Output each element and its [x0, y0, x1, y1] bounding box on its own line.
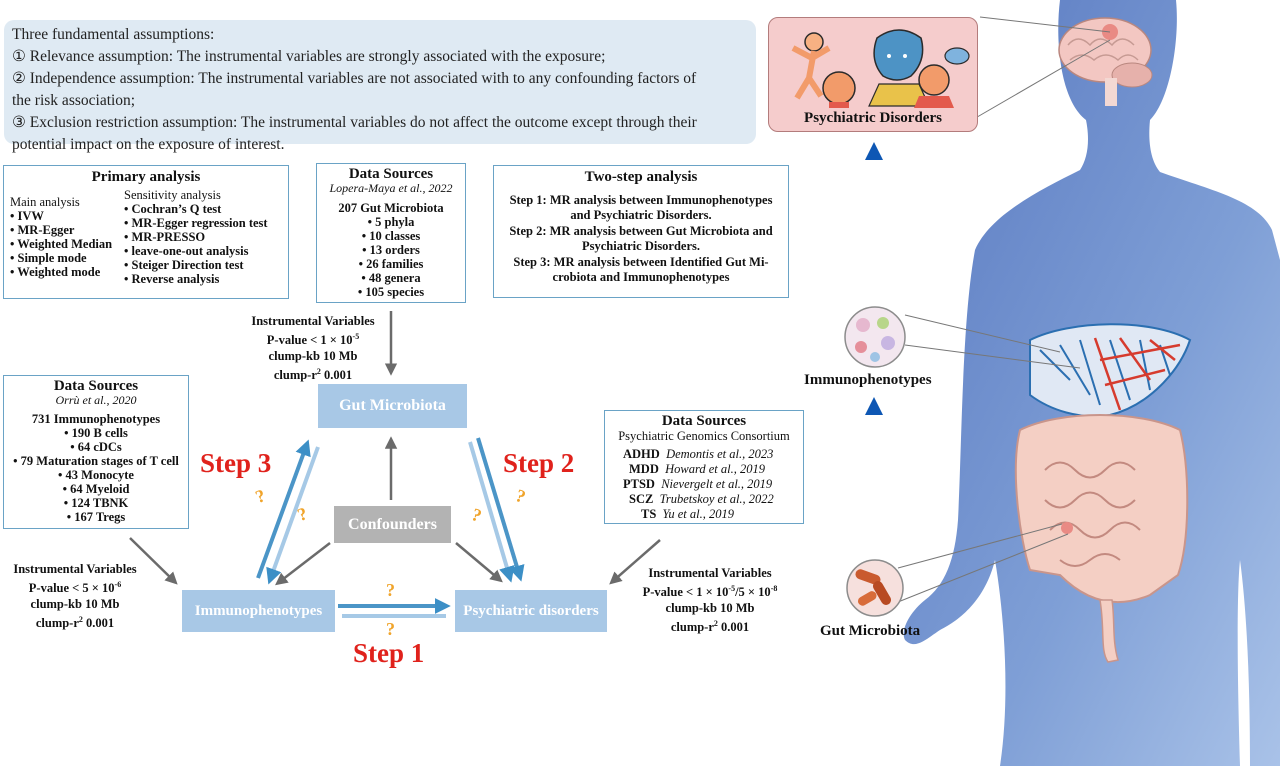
citation: Orrù et al., 2020: [55, 393, 137, 407]
sensitivity-analysis: Sensitivity analysis • Cochran’s Q test …: [124, 188, 268, 286]
panel-item: • 79 Maturation stages of T cell: [13, 454, 179, 468]
arrow-confounders-to-immuno: [275, 542, 331, 586]
data-sources-title: Data Sources: [53, 378, 139, 394]
method-item: • Weighted mode: [10, 265, 101, 279]
psychiatric-disorders-label: Psychiatric Disorders: [804, 110, 942, 126]
bacteria-icon: [846, 559, 904, 617]
arrow-iv-to-psych: [609, 539, 661, 585]
arrow-step2-down: [468, 441, 515, 583]
panel-item: • 43 Monocyte: [58, 468, 134, 482]
assumptions-title: Three fundamental assumptions:: [12, 26, 215, 43]
question-mark: ?: [386, 619, 395, 639]
panel-item: • 64 Myeloid: [62, 482, 130, 496]
psych-source-row: SCZ Trubetskoy et al., 2022: [629, 492, 774, 506]
taxa-item: • 48 genera: [361, 271, 421, 285]
face-icon: [822, 71, 856, 110]
arrow-step3-down: [266, 446, 320, 585]
speaking-person-icon: [914, 47, 970, 108]
method-item: • Simple mode: [10, 251, 87, 265]
taxa-item: • 5 phyla: [367, 215, 415, 229]
iv-gut: Instrumental Variables P-value < 1 × 10-…: [251, 314, 375, 383]
panel-item: • 124 TBNK: [63, 496, 129, 510]
node-gut-microbiota: Gut Microbiota: [318, 384, 467, 428]
iv-psych: Instrumental Variables P-value < 1 × 10-…: [642, 566, 778, 635]
liver-icon: [1029, 323, 1192, 418]
gut-microbiota-label: Gut Microbiota: [820, 623, 921, 639]
arrow-iv-to-immuno: [129, 537, 178, 585]
method-item: • Cochran’s Q test: [124, 202, 222, 216]
arrow-step3-up: [256, 439, 311, 579]
iv-immune: Instrumental Variables P-value < 5 × 10-…: [13, 562, 137, 631]
psych-source-row: ADHD Demontis et al., 2023: [623, 447, 774, 461]
step-description: Step 2: MR analysis between Gut Microbio…: [509, 224, 773, 253]
assumption-line: ① Relevance assumption: The instrumental…: [12, 48, 606, 65]
arrow-confounders-to-psych: [455, 542, 503, 583]
assumption-line: potential impact on the exposure of inte…: [12, 136, 285, 153]
step1-label: Step 1: [353, 638, 425, 668]
taxa-item: • 10 classes: [361, 229, 421, 243]
primary-analysis-title: Primary analysis: [91, 169, 201, 185]
two-step-title: Two-step analysis: [584, 169, 698, 185]
taxa-item: • 105 species: [357, 285, 425, 299]
panel-item: • 190 B cells: [64, 426, 128, 440]
psych-source-row: PTSD Nievergelt et al., 2019: [623, 477, 773, 491]
assumption-line: the risk association;: [12, 92, 136, 109]
method-item: • IVW: [10, 209, 44, 223]
taxa-item: • 13 orders: [362, 243, 420, 257]
main-analysis: Main analysis • IVW • MR-Egger • Weighte…: [10, 195, 112, 279]
primary-analysis-box: Primary analysis Main analysis • IVW • M…: [3, 165, 289, 299]
consortium-name: Psychiatric Genomics Consortium: [618, 429, 790, 443]
method-item: • Steiger Direction test: [124, 258, 244, 272]
assumptions-panel: Three fundamental assumptions: ① Relevan…: [4, 20, 756, 153]
step-description: Step 3: MR analysis between Identified G…: [513, 255, 769, 284]
data-sources-title: Data Sources: [661, 413, 747, 429]
step2-label: Step 2: [503, 448, 575, 478]
step-description: Step 1: MR analysis between Immunophenot…: [509, 193, 773, 222]
node-confounders: Confounders: [334, 506, 451, 543]
method-item: • MR-PRESSO: [124, 230, 206, 244]
assumption-line: ② Independence assumption: The instrumen…: [12, 70, 697, 87]
method-item: • Reverse analysis: [124, 272, 220, 286]
person-icon: [791, 32, 831, 100]
node-immunophenotypes: Immunophenotypes: [182, 590, 335, 632]
method-item: • leave-one-out analysis: [124, 244, 249, 258]
psych-source-row: MDD Howard et al., 2019: [629, 462, 765, 476]
gut-count: 207 Gut Microbiota: [338, 201, 444, 215]
main-analysis-title: Main analysis: [10, 195, 80, 209]
people-distress-icon: [791, 29, 970, 110]
two-step-analysis-box: Two-step analysis Step 1: MR analysis be…: [493, 165, 789, 298]
arrow-step2-up: [476, 437, 525, 582]
psychiatric-disorders-panel: Psychiatric Disorders: [768, 17, 978, 132]
immune-count: 731 Immunophenotypes: [31, 412, 161, 426]
step3-label: Step 3: [200, 448, 272, 478]
method-item: • MR-Egger: [10, 223, 75, 237]
brain-icon: [1058, 17, 1153, 106]
method-item: • MR-Egger regression test: [124, 216, 268, 230]
intestines-icon: [1014, 414, 1189, 663]
node-psychiatric-disorders: Psychiatric disorders: [455, 590, 607, 632]
data-sources-title: Data Sources: [348, 166, 434, 182]
citation: Lopera-Maya et al., 2022: [329, 181, 453, 195]
sensitivity-title: Sensitivity analysis: [124, 188, 221, 202]
crying-face-icon: [868, 29, 930, 107]
gut-data-sources-box: Data Sources Lopera-Maya et al., 2022 20…: [316, 163, 466, 303]
panel-item: • 167 Tregs: [66, 510, 126, 524]
immunophenotypes-label: Immunophenotypes: [804, 372, 932, 388]
question-mark: ?: [386, 580, 395, 600]
method-item: • Weighted Median: [10, 237, 113, 251]
assumption-line: ③ Exclusion restriction assumption: The …: [12, 114, 697, 131]
psych-source-row: TS Yu et al., 2019: [641, 507, 734, 521]
immune-data-sources-box: Data Sources Orrù et al., 2020 731 Immun…: [3, 375, 189, 529]
taxa-item: • 26 families: [358, 257, 424, 271]
psych-data-sources-box: Data Sources Psychiatric Genomics Consor…: [604, 410, 804, 524]
immune-cells-icon: [844, 306, 906, 368]
panel-item: • 64 cDCs: [70, 440, 122, 454]
